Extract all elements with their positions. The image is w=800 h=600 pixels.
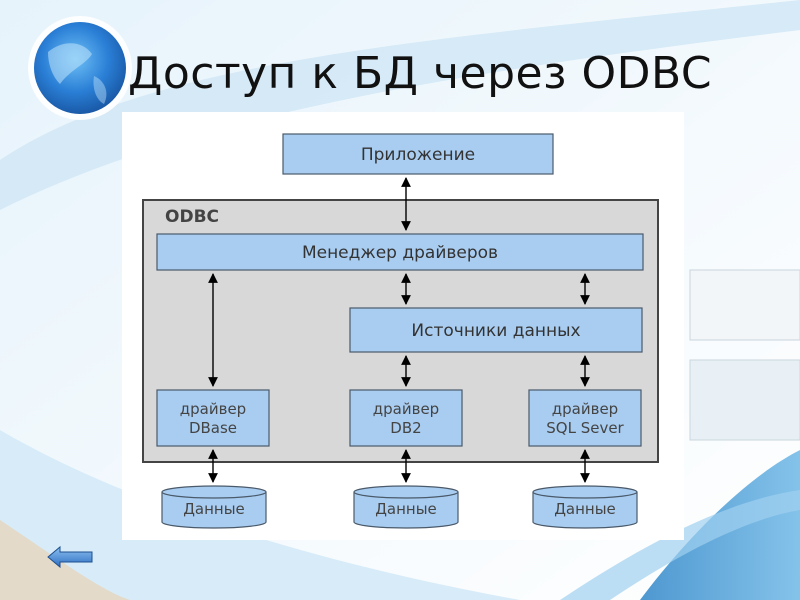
application-label: Приложение (361, 145, 475, 165)
driver-manager-label: Менеджер драйверов (302, 243, 498, 263)
driver-line2: DBase (189, 419, 237, 437)
slide-title: Доступ к БД через ODBC (128, 48, 713, 99)
driver-box-dbase: драйвер DBase (156, 389, 270, 447)
driver-manager-box: Менеджер драйверов (156, 233, 644, 271)
database-cylinder: Данные (353, 485, 459, 529)
application-box: Приложение (282, 133, 554, 175)
driver-box-db2: драйвер DB2 (349, 389, 463, 447)
database-label: Данные (183, 500, 245, 518)
data-sources-label: Источники данных (411, 321, 580, 341)
data-sources-box: Источники данных (349, 307, 643, 353)
driver-line1: драйвер (552, 400, 618, 418)
database-cylinder: Данные (532, 485, 638, 529)
driver-line2: SQL Sever (546, 419, 624, 437)
globe-icon (28, 16, 132, 120)
driver-line1: драйвер (373, 400, 439, 418)
driver-box-sqlserver: драйвер SQL Sever (528, 389, 642, 447)
back-arrow-icon[interactable] (46, 545, 94, 569)
odbc-label: ODBC (165, 207, 219, 227)
database-cylinder: Данные (161, 485, 267, 529)
database-label: Данные (375, 500, 437, 518)
database-label: Данные (554, 500, 616, 518)
driver-line2: DB2 (390, 419, 421, 437)
driver-line1: драйвер (180, 400, 246, 418)
